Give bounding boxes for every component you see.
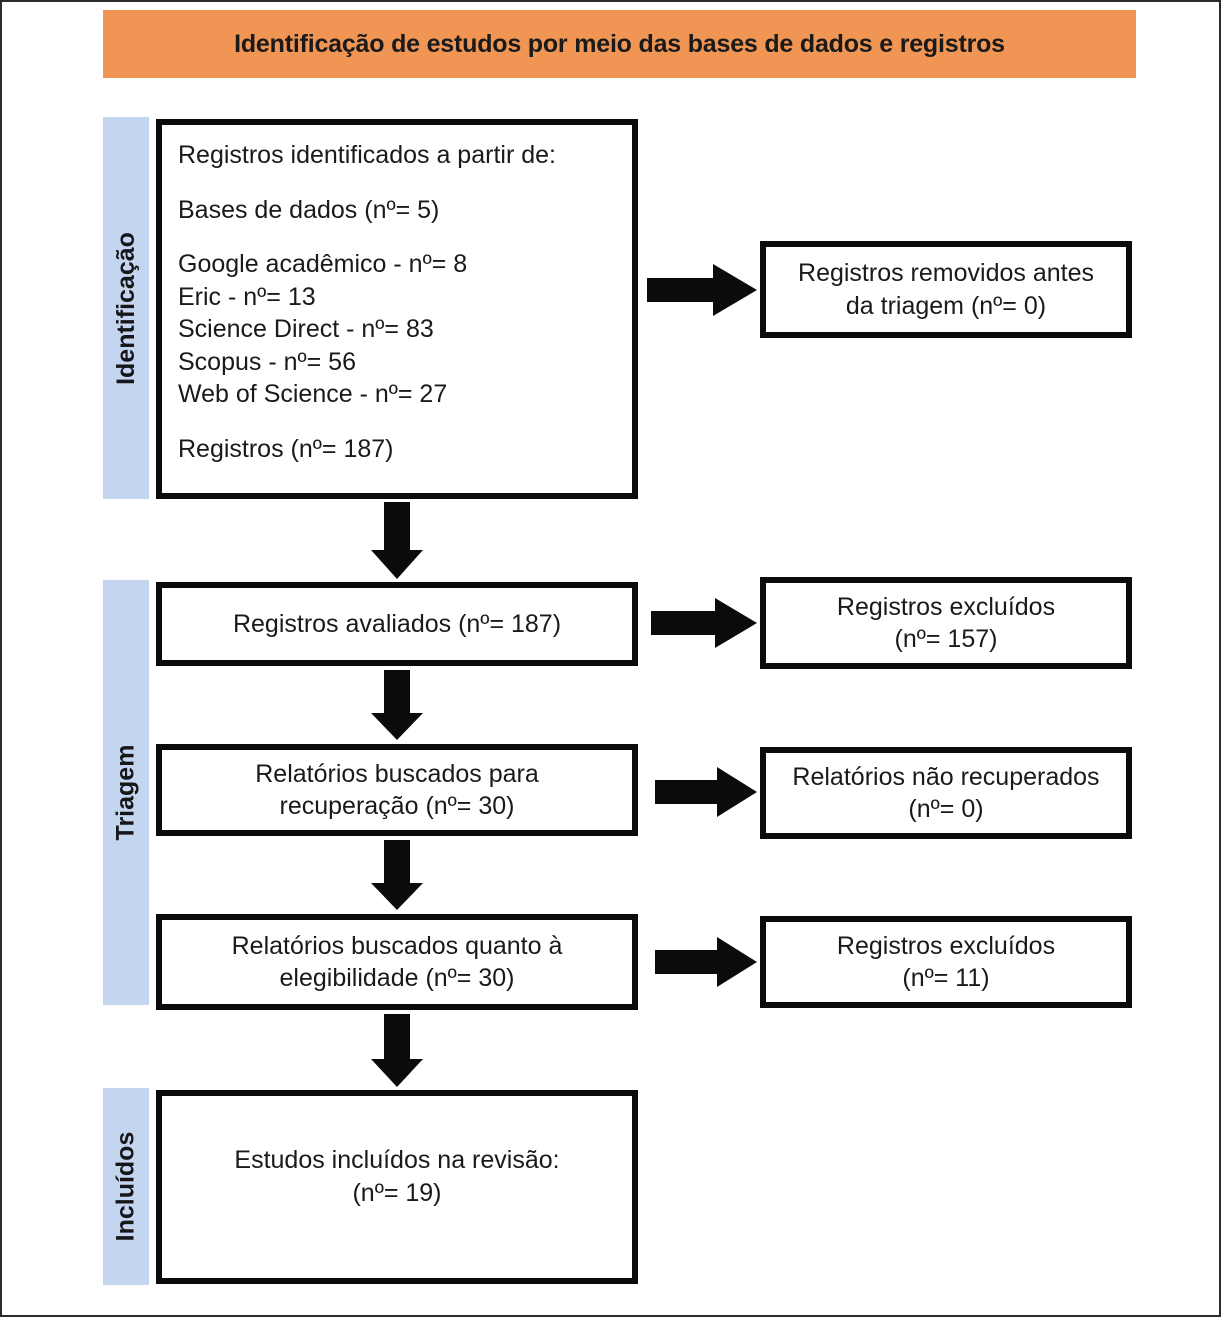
box-reports-not-retrieved: Relatórios não recuperados (nº= 0) (760, 747, 1132, 839)
stage-label-triagem: Triagem (103, 580, 149, 1005)
reports-not-retrieved-line-1: Relatórios não recuperados (792, 762, 1100, 791)
page-title: Identificação de estudos por meio das ba… (234, 29, 1005, 58)
records-screened-line-1: Registros avaliados (nº= 187) (232, 609, 562, 638)
stage-label-text: Triagem (111, 744, 140, 841)
arrow-down-icon (371, 1014, 423, 1087)
stage-label-text: Incluídos (111, 1131, 140, 1242)
records-removed-line-1: Registros removidos antes (798, 259, 1094, 287)
records-removed-line-2: da triagem (nº= 0) (845, 291, 1047, 320)
reports-eligibility-line-2: elegibilidade (nº= 30) (279, 964, 515, 992)
box-records-screened: Registros avaliados (nº= 187) (156, 582, 638, 666)
reports-eligibility-line-1: Relatórios buscados quanto à (231, 931, 563, 960)
box-reports-sought-for-retrieval: Relatórios buscados para recuperação (nº… (156, 744, 638, 836)
arrow-right-icon (651, 598, 757, 648)
records-identified-databases: Bases de dados (nº= 5) (178, 195, 440, 224)
diagram-header-band: Identificação de estudos por meio das ba… (103, 10, 1136, 78)
reports-not-retrieved-line-2: (nº= 0) (908, 795, 984, 823)
arrow-right-icon (647, 264, 757, 316)
arrow-down-icon (371, 502, 423, 579)
records-excluded-2-line-1: Registros excluídos (836, 931, 1056, 960)
reports-sought-line-2: recuperação (nº= 30) (279, 792, 515, 820)
records-excluded-1-line-1: Registros excluídos (836, 592, 1056, 621)
box-records-removed: Registros removidos antes da triagem (nº… (760, 241, 1132, 338)
arrow-right-icon (655, 767, 757, 817)
source-eric: Eric - nº= 13 (178, 282, 316, 311)
source-google-academico: Google acadêmico - nº= 8 (178, 250, 468, 278)
records-identified-total: Registros (nº= 187) (178, 434, 394, 463)
box-records-excluded-eligibility: Registros excluídos (nº= 11) (760, 916, 1132, 1008)
records-excluded-1-line-2: (nº= 157) (894, 625, 998, 653)
stage-label-text: Identificação (111, 231, 140, 385)
box-reports-assessed-eligibility: Relatórios buscados quanto à elegibilida… (156, 914, 638, 1010)
stage-label-incluidos: Incluídos (103, 1088, 149, 1285)
stage-label-identificacao: Identificação (103, 117, 149, 499)
reports-sought-line-1: Relatórios buscados para (255, 759, 539, 788)
records-excluded-2-line-2: (nº= 11) (902, 964, 990, 992)
source-scopus: Scopus - nº= 56 (178, 347, 356, 376)
records-identified-heading: Registros identificados a partir de: (178, 141, 556, 169)
source-science-direct: Science Direct - nº= 83 (178, 315, 434, 343)
studies-included-line-1: Estudos incluídos na revisão: (234, 1146, 560, 1174)
arrow-right-icon (655, 937, 757, 987)
box-records-identified: Registros identificados a partir de: Bas… (156, 119, 638, 499)
source-web-of-science: Web of Science - nº= 27 (178, 380, 448, 408)
studies-included-line-2: (nº= 19) (352, 1178, 442, 1207)
arrow-down-icon (371, 840, 423, 910)
arrow-down-icon (371, 670, 423, 740)
box-studies-included: Estudos incluídos na revisão: (nº= 19) (156, 1090, 638, 1284)
box-records-excluded-screening: Registros excluídos (nº= 157) (760, 577, 1132, 669)
